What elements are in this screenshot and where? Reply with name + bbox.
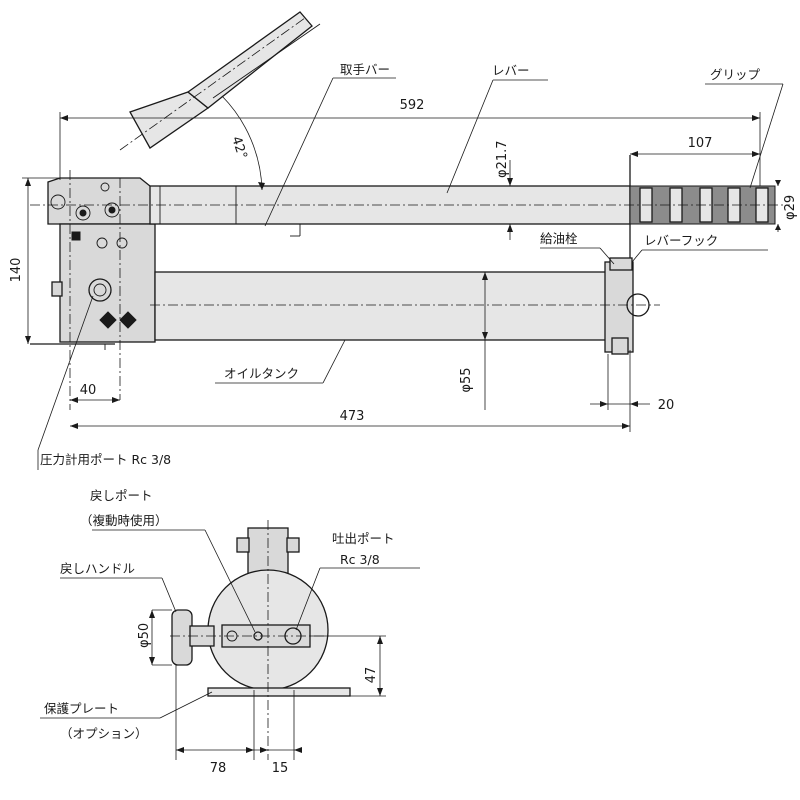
side-view: 592 107 φ21.7 φ29 42° 140 φ55: [9, 11, 798, 470]
protect-plate: [207, 687, 351, 697]
dim-height: 140: [9, 258, 24, 283]
dim-hook-offset: 20: [658, 398, 675, 413]
head-pin-3: [104, 202, 120, 218]
dim-lever-dia: φ21.7: [495, 140, 510, 178]
dim-tank-dia: φ55: [459, 367, 474, 392]
label-protect-plate: 保護プレート: [44, 701, 119, 716]
dim-grip-length: 107: [688, 136, 713, 151]
dim-port-height: 47: [364, 667, 379, 684]
dim-port-offset: 40: [80, 383, 97, 398]
label-grip: グリップ: [710, 67, 761, 82]
label-lever-hook: レバーフック: [644, 233, 718, 248]
dim-tank-length: 473: [340, 409, 365, 424]
head-pin-1: [50, 194, 66, 210]
label-discharge-port-size: Rc 3/8: [340, 552, 380, 567]
return-handle[interactable]: [171, 609, 193, 666]
label-return-port-note: （複動時使用）: [80, 513, 168, 528]
label-handle-bar: 取手バー: [340, 62, 390, 77]
dim-overall-length: 592: [400, 98, 425, 113]
label-protect-plate-note: （オプション）: [60, 726, 148, 741]
dim-grip-dia: φ29: [783, 195, 798, 220]
tank-end-cap: [604, 261, 634, 353]
label-discharge-port: 吐出ポート: [332, 531, 395, 546]
label-return-handle: 戻しハンドル: [60, 561, 135, 576]
dim-side-offset: 15: [272, 761, 289, 776]
label-gauge-port: 圧力計用ポート Rc 3/8: [40, 452, 171, 467]
dim-side-width: 78: [210, 761, 227, 776]
head-pin-2: [75, 205, 91, 221]
dim-lever-angle: 42°: [228, 135, 249, 162]
oil-tank: [154, 271, 611, 341]
dim-handle-dia: φ50: [137, 623, 152, 648]
front-view: φ50 47 78 15 戻しポート （複動時使用） 吐出ポート Rc 3/8 …: [40, 488, 420, 776]
gauge-port[interactable]: [88, 278, 112, 302]
angled-lever: [119, 11, 321, 151]
label-oil-tank: オイルタンク: [224, 366, 299, 381]
label-return-port: 戻しポート: [90, 488, 153, 503]
label-lever: レバー: [492, 63, 530, 78]
label-oil-fill-plug: 給油栓: [540, 231, 578, 246]
